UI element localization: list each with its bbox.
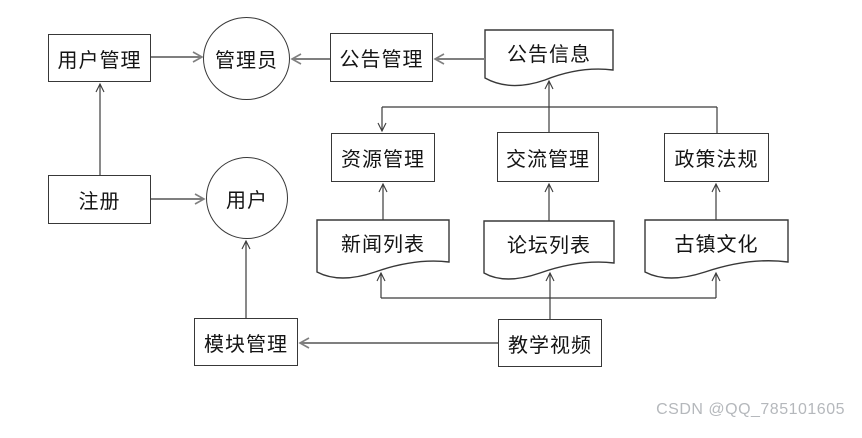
doc-shape-news-list: [316, 219, 450, 279]
node-notice-info: 公告信息: [507, 41, 591, 66]
node-user-management: 用户管理: [48, 34, 151, 82]
csdn-watermark: CSDN @QQ_785101605: [656, 401, 845, 418]
node-user: 用户: [206, 157, 288, 239]
node-teaching-video: 教学视频: [498, 319, 602, 367]
doc-shape-forum-list: [483, 220, 615, 280]
node-news-list: 新闻列表: [341, 231, 425, 256]
doc-shape-town-culture: [644, 219, 789, 279]
node-register: 注册: [48, 175, 151, 224]
node-policy: 政策法规: [664, 133, 769, 182]
node-forum-list: 论坛列表: [507, 232, 591, 257]
node-notice-management: 公告管理: [330, 33, 433, 82]
node-town-culture: 古镇文化: [674, 231, 759, 256]
node-admin: 管理员: [203, 17, 290, 100]
node-module-management: 模块管理: [194, 318, 298, 366]
node-resource-management: 资源管理: [331, 133, 435, 182]
node-comm-management: 交流管理: [497, 132, 599, 182]
